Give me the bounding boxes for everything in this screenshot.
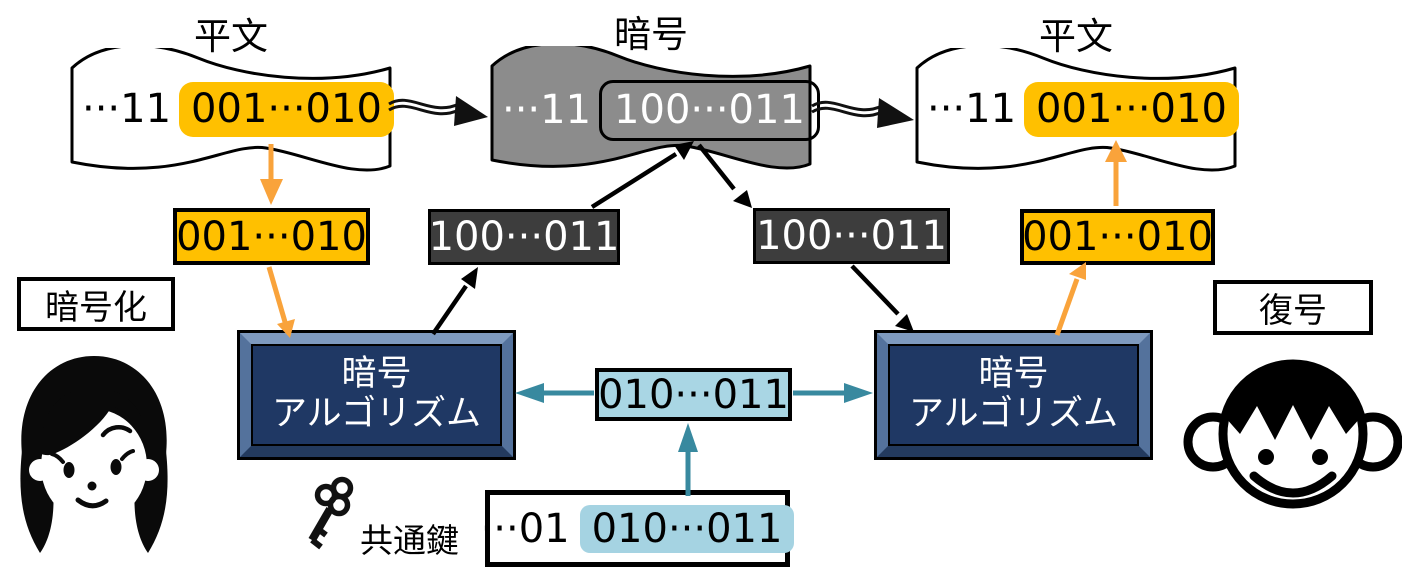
arrowhead bbox=[678, 423, 698, 452]
algorithm-line1: 暗号 bbox=[341, 354, 412, 395]
key-block: 010···011 bbox=[595, 368, 792, 421]
decryption-algorithm-box: 暗号 アルゴリズム bbox=[874, 330, 1153, 460]
bits-prefix: ···11 bbox=[927, 86, 1017, 132]
transfer-squiggle-left bbox=[388, 96, 488, 126]
arrowhead bbox=[515, 383, 544, 403]
bits-prefix: ···11 bbox=[502, 87, 592, 133]
plain-block-left: 001···010 bbox=[173, 208, 370, 265]
bits-prefix: ···11 bbox=[82, 86, 172, 132]
algorithm-line2: アルゴリズム bbox=[909, 394, 1118, 434]
cipher-bits-frame: 100···011 bbox=[599, 80, 820, 141]
arrowhead bbox=[877, 98, 914, 128]
arrowhead bbox=[454, 96, 488, 126]
decrypt-tag: 復号 bbox=[1213, 280, 1373, 335]
plain-bits-highlight: 001···010 bbox=[179, 82, 394, 137]
common-key-label: 共通鍵 bbox=[360, 521, 459, 560]
transfer-squiggle-right bbox=[811, 98, 914, 128]
cipher-document: ···11 100···011 bbox=[486, 46, 820, 176]
arrowhead bbox=[733, 190, 752, 208]
cipher-bits-row: ···11 100···011 bbox=[502, 80, 820, 141]
algorithm-line2: アルゴリズム bbox=[272, 394, 481, 434]
encrypt-tag: 暗号化 bbox=[17, 277, 175, 331]
cipher-block-right: 100···011 bbox=[753, 208, 950, 264]
plain-block-right: 001···010 bbox=[1020, 209, 1215, 265]
common-key-box: ···01 010···011 bbox=[481, 490, 795, 567]
arrowhead bbox=[461, 267, 478, 289]
key-bits-prefix: ···01 bbox=[480, 505, 570, 552]
cipher-block-left: 100···011 bbox=[428, 209, 620, 265]
plaintext-document-left: ···11 001···010 bbox=[66, 48, 396, 178]
arrow-algorithm-to-plain-block-right bbox=[1054, 278, 1080, 336]
plain-bits-highlight: 001···010 bbox=[1024, 82, 1239, 137]
plaintext-label-left: 平文 bbox=[194, 15, 268, 58]
plaintext-label-right: 平文 bbox=[1039, 15, 1113, 58]
arrow-plain-block-to-algorithm-left bbox=[266, 266, 288, 323]
encryption-algorithm-box: 暗号 アルゴリズム bbox=[237, 330, 516, 460]
key-bits-highlight: 010···011 bbox=[579, 504, 795, 553]
arrowhead bbox=[844, 383, 873, 403]
algorithm-line1: 暗号 bbox=[978, 354, 1049, 395]
plaintext-bits-row: ···11 001···010 bbox=[82, 82, 394, 137]
arrow-algorithm-to-cipher-block-left bbox=[431, 284, 468, 336]
arrow-cipher-block-to-algorithm-right bbox=[850, 264, 900, 316]
cipher-label: 暗号 bbox=[614, 13, 688, 56]
plaintext-bits-row: ···11 001···010 bbox=[927, 82, 1239, 137]
arrowhead bbox=[895, 314, 914, 332]
sender-person-icon bbox=[20, 356, 168, 553]
key-icon bbox=[308, 476, 354, 550]
plaintext-document-right: ···11 001···010 bbox=[911, 48, 1241, 178]
receiver-person-icon bbox=[1183, 359, 1402, 509]
